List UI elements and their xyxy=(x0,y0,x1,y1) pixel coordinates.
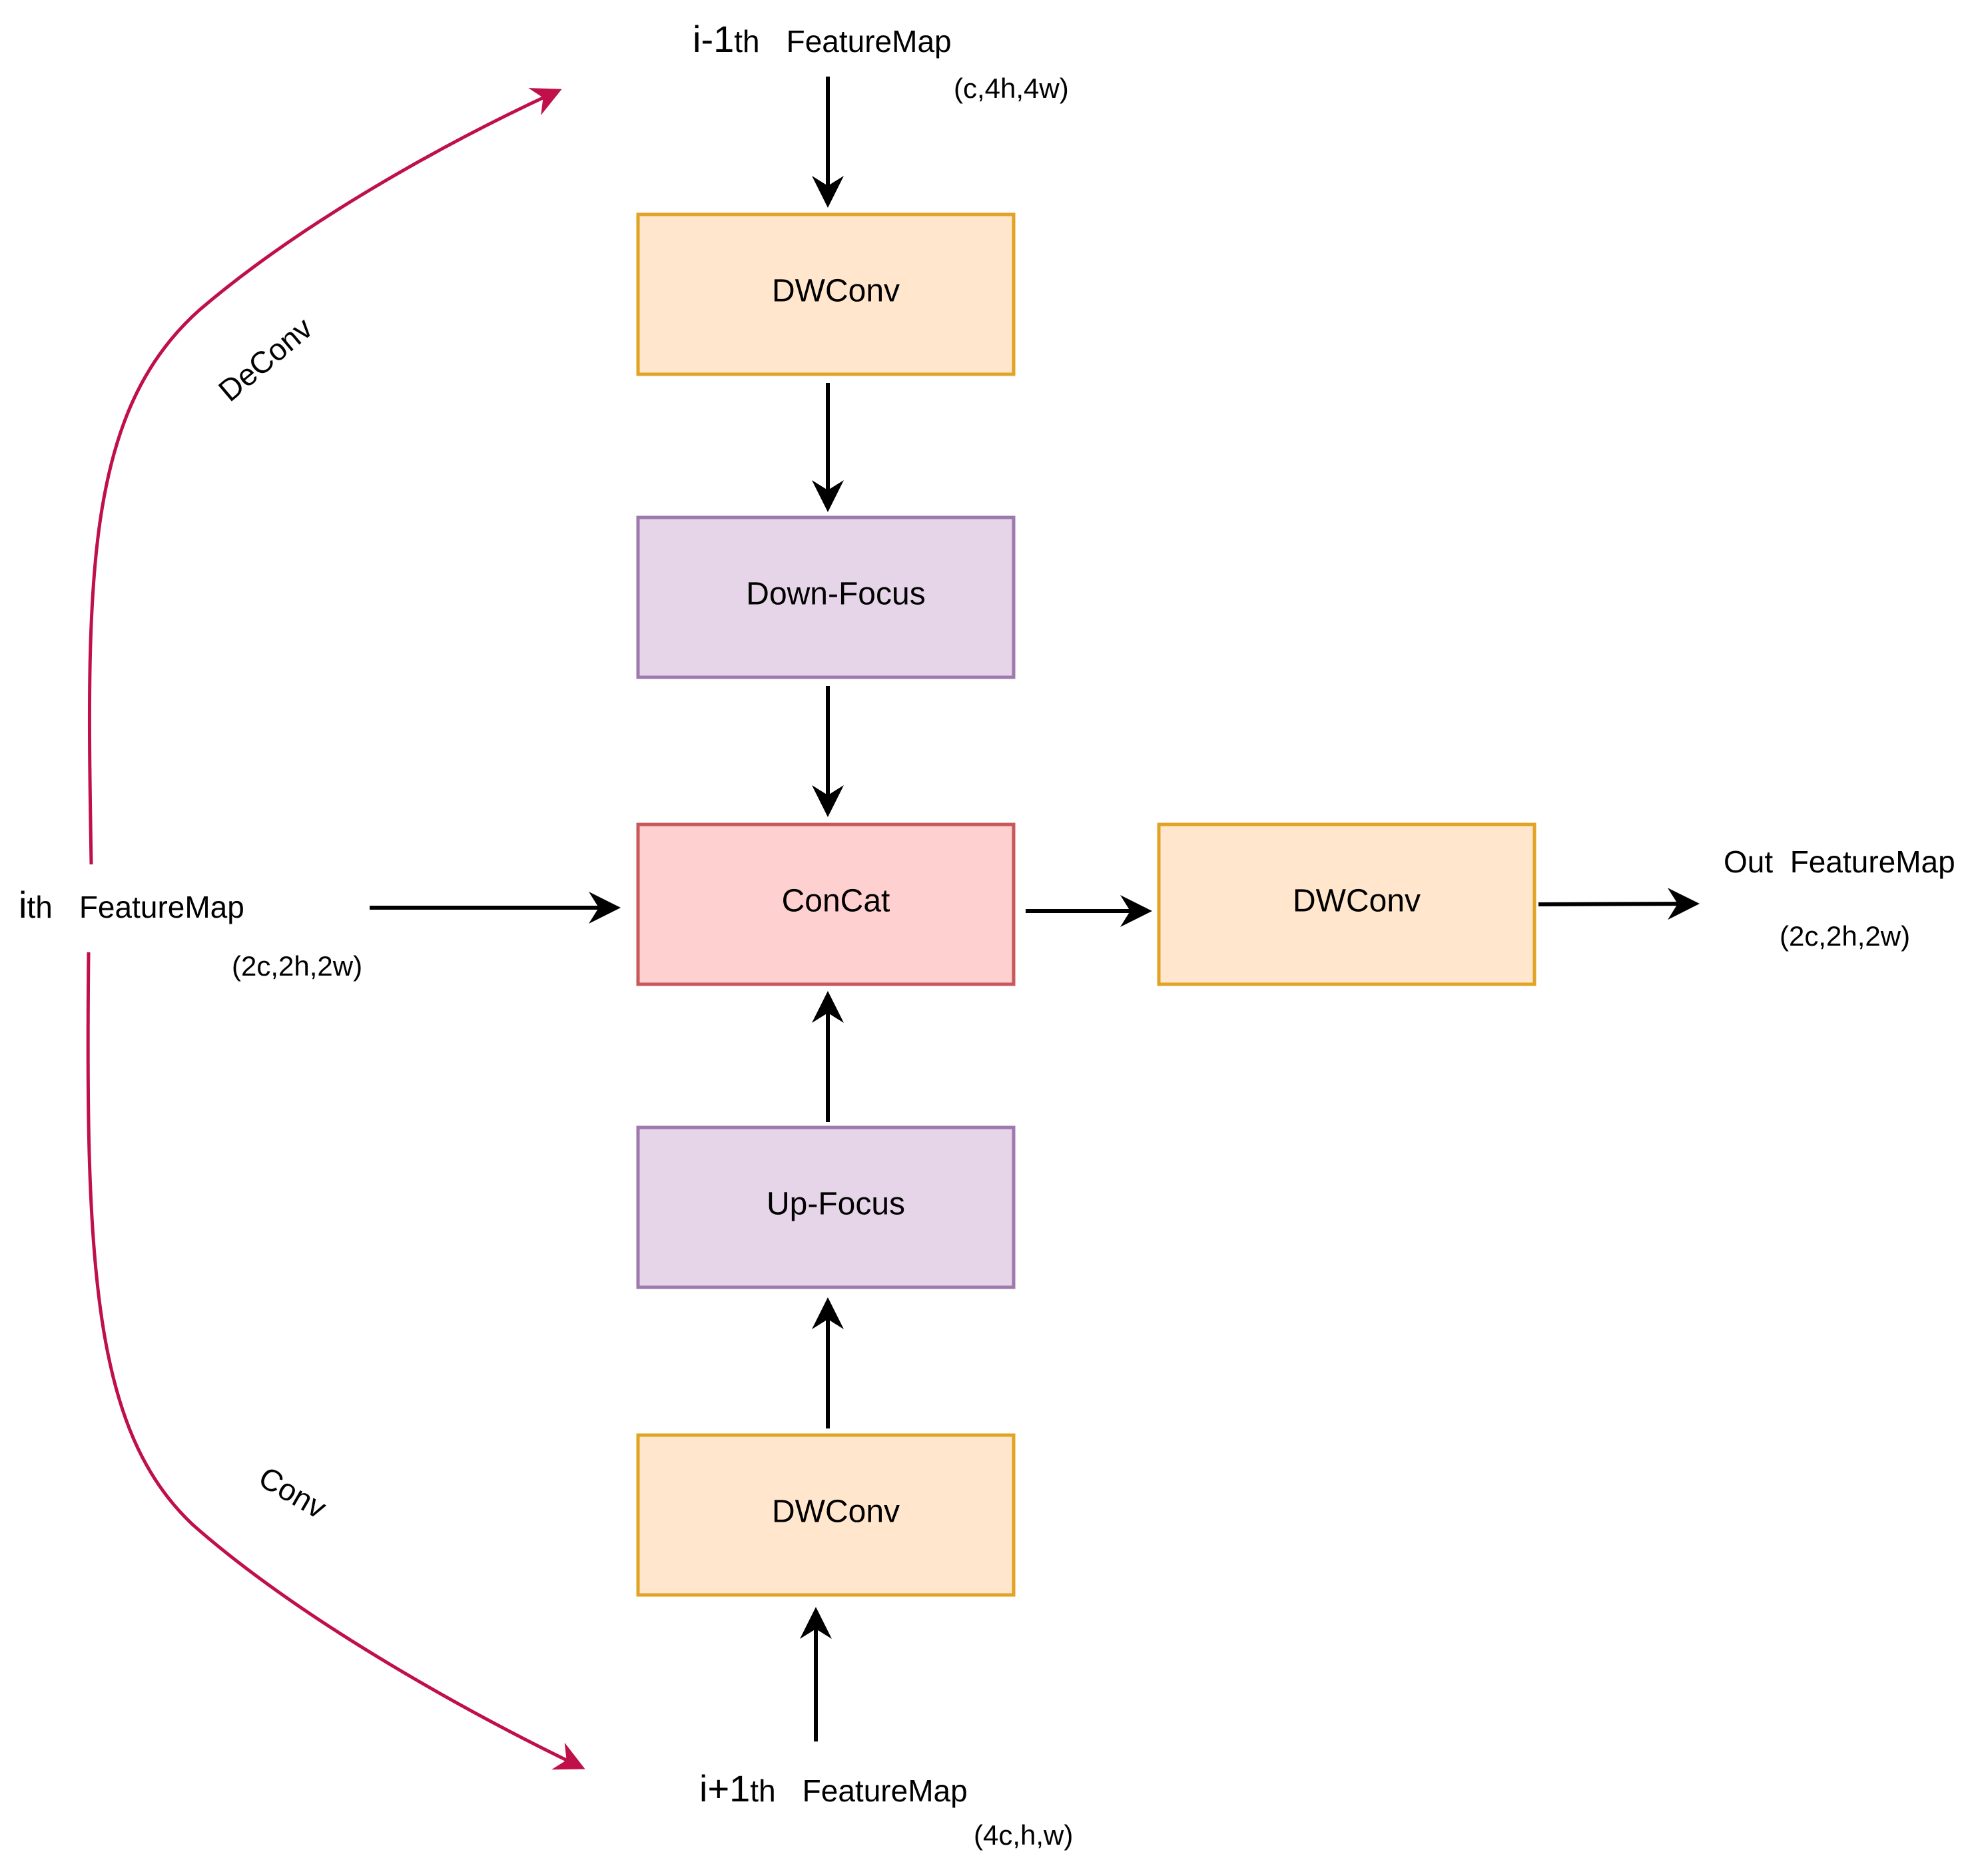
down-focus-box: Down-Focus xyxy=(636,515,1016,679)
next-featuremap-ordinal: th xyxy=(750,1773,775,1808)
dwconv-bottom-label: DWConv xyxy=(772,1494,900,1530)
down-focus-label: Down-Focus xyxy=(746,577,925,612)
up-focus-box: Up-Focus xyxy=(636,1125,1016,1289)
prev-featuremap-name: FeatureMap xyxy=(787,24,952,59)
dwconv-right-label: DWConv xyxy=(1293,884,1421,919)
next-featuremap-shape: (4c,h,w) xyxy=(974,1819,1073,1851)
prev-featuremap-shape: (c,4h,4w) xyxy=(954,73,1069,104)
conv-label: Conv xyxy=(253,1460,332,1526)
current-featuremap-label: ith FeatureMap xyxy=(19,884,244,926)
next-featuremap-label: i+1th FeatureMap xyxy=(699,1767,968,1809)
current-featuremap-shape: (2c,2h,2w) xyxy=(232,950,362,982)
concat-box: ConCat xyxy=(636,822,1016,986)
dwconv-bottom-box: DWConv xyxy=(636,1433,1016,1597)
concat-label: ConCat xyxy=(782,884,890,919)
prev-featuremap-ordinal: th xyxy=(734,24,759,59)
dwconv-right-box: DWConv xyxy=(1157,822,1536,986)
next-featuremap-name: FeatureMap xyxy=(803,1773,968,1808)
dwconv-top-box: DWConv xyxy=(636,212,1016,376)
conv-curve-arrow xyxy=(86,952,585,1770)
next-featuremap-index: i+1 xyxy=(699,1767,750,1809)
deconv-label: DeConv xyxy=(212,310,319,408)
current-featuremap-ordinal: th xyxy=(27,890,52,924)
current-featuremap-name: FeatureMap xyxy=(79,890,244,924)
current-featuremap-index: i xyxy=(19,884,27,926)
dwconv-top-label: DWConv xyxy=(772,274,900,309)
up-focus-label: Up-Focus xyxy=(767,1187,905,1222)
deconv-curve-arrow xyxy=(87,88,562,865)
out-featuremap-shape: (2c,2h,2w) xyxy=(1780,920,1910,952)
out-featuremap-label: Out FeatureMap xyxy=(1724,844,1955,879)
prev-featuremap-index: i-1 xyxy=(693,18,734,60)
prev-featuremap-label: i-1th FeatureMap xyxy=(693,18,952,60)
